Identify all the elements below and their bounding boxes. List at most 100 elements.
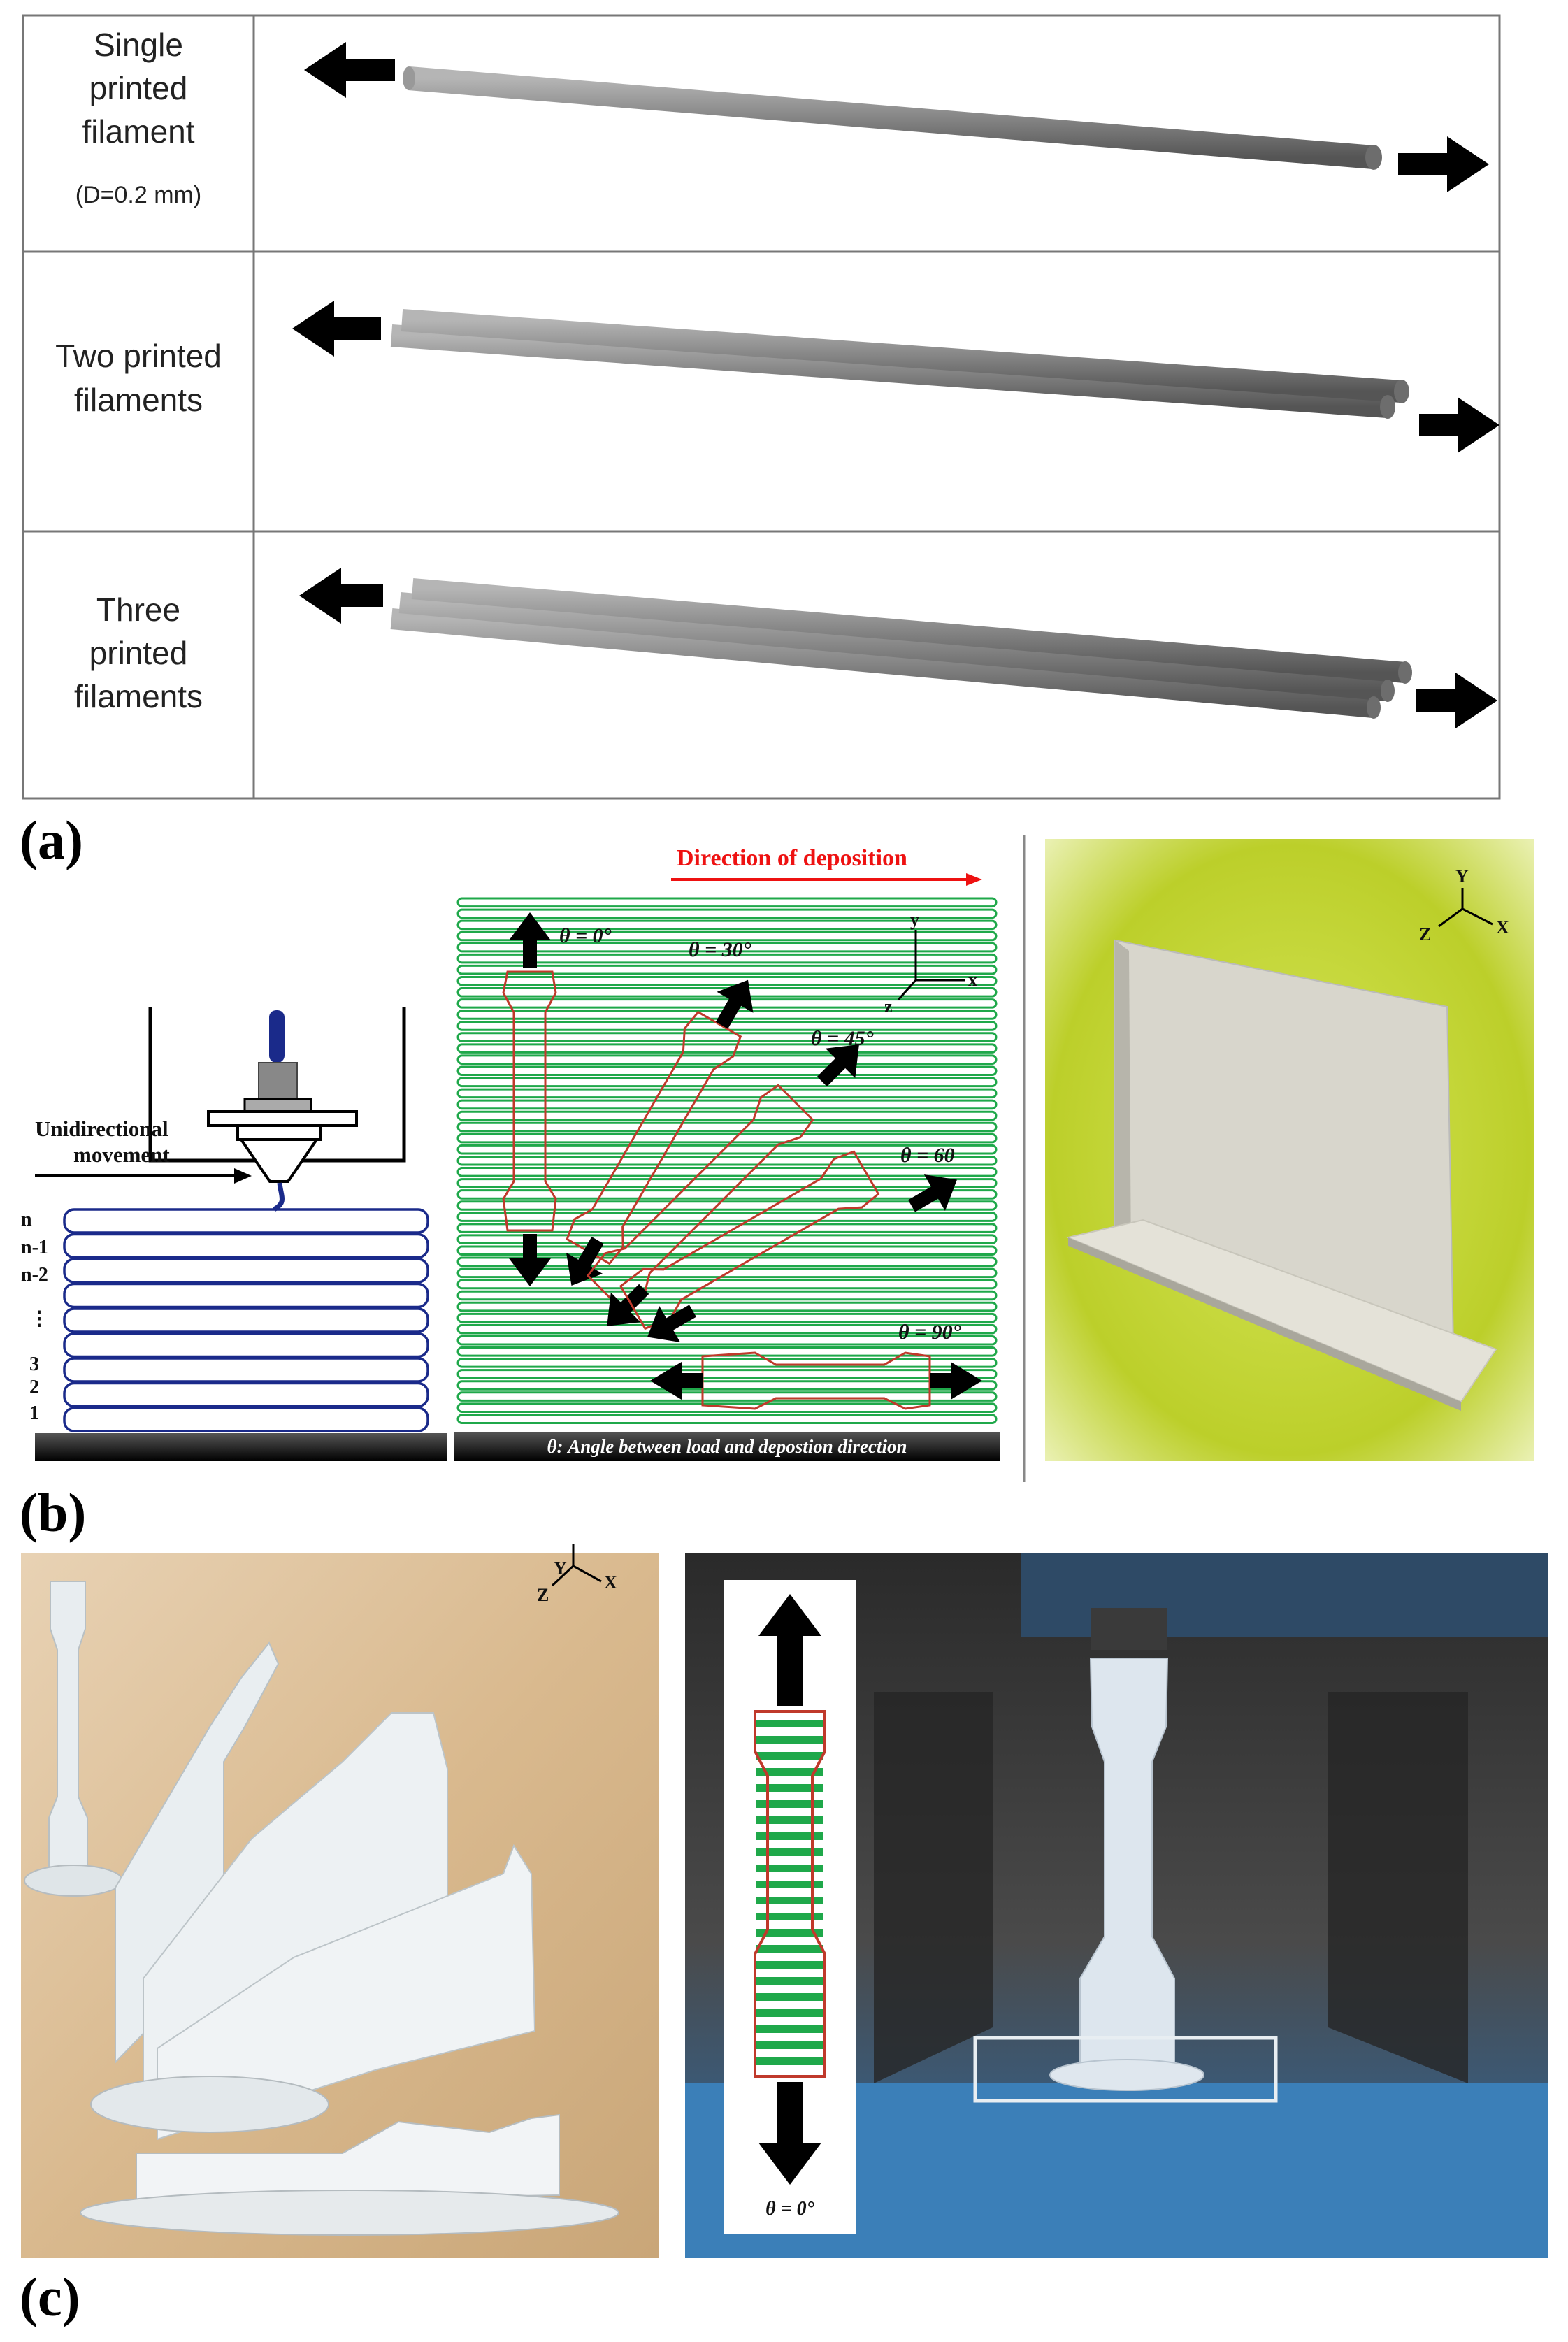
inset-up-arrow [758, 1594, 821, 1706]
deposition-line [456, 1267, 998, 1279]
inset-stripe [756, 1832, 823, 1840]
deposition-line [456, 1133, 998, 1144]
c-axis-z: Z [537, 1585, 549, 1605]
deposition-line [456, 1234, 998, 1244]
inset-stripe [756, 1736, 823, 1744]
axis-x: x [968, 970, 977, 990]
angle-label: θ = 0° [559, 924, 612, 947]
inset-angle-label: θ = 0° [765, 2198, 814, 2220]
angle-label: θ = 60 [900, 1144, 955, 1167]
direction-label: Direction of deposition [677, 845, 907, 871]
row1-title-line3: filament [82, 113, 194, 150]
panel-c-left-photo: Y X Z [21, 1544, 659, 2258]
single-filament [403, 66, 1382, 170]
photo-axis-y: Y [1455, 866, 1469, 886]
angle-label: θ = 45° [811, 1027, 874, 1050]
inset-stripe [756, 1848, 823, 1856]
deposition-line [456, 1301, 998, 1312]
axis-z: z [884, 996, 893, 1016]
deposition-line [456, 1077, 998, 1088]
deposition-line [456, 1414, 998, 1425]
inset-stripe [756, 1720, 823, 1727]
deposition-line [456, 1189, 998, 1200]
deposition-line [456, 953, 998, 964]
deposition-line [456, 964, 998, 975]
angle-label: θ = 90° [898, 1321, 961, 1344]
row3-title-line2: printed [89, 635, 188, 671]
inset-stripe [756, 1913, 823, 1920]
layer-label: 3 [29, 1353, 39, 1375]
layer-label: 1 [29, 1402, 39, 1424]
deposition-line [456, 1200, 998, 1211]
deposition-line [456, 1245, 998, 1256]
deposition-line [456, 1279, 998, 1290]
deposition-line [456, 1402, 998, 1413]
deposition-line [456, 1290, 998, 1301]
left-arrow-row2 [292, 301, 381, 357]
deposition-line [456, 1323, 998, 1335]
layer-strand [63, 1307, 429, 1333]
deposition-line [456, 919, 998, 931]
right-arrow-row2 [1419, 397, 1499, 453]
specimen-0 [502, 970, 557, 1232]
specimen-60 [619, 1150, 880, 1330]
angle45-arrow-bottom [607, 1284, 649, 1326]
layer-strand [63, 1357, 429, 1383]
c-axis-x: X [604, 1572, 617, 1593]
row1-note: (D=0.2 mm) [75, 182, 201, 208]
deposition-line [456, 1054, 998, 1065]
panel-b: Unidirectional movement n n-1 n-2 ⋮ 3 2 … [21, 835, 1534, 1482]
row3-title-line1: Three [96, 591, 180, 628]
deposition-line [456, 1099, 998, 1110]
inset-stripe [756, 1768, 823, 1776]
specimen-30 [566, 1010, 742, 1265]
layer-strand [63, 1233, 429, 1259]
inset-stripe [756, 1945, 823, 1953]
axis-y: y [910, 910, 919, 930]
left-arrow-row1 [304, 42, 395, 98]
deposition-line [456, 1380, 998, 1391]
inset-stripe [756, 1961, 823, 1969]
deposition-line [456, 1032, 998, 1042]
deposition-line [456, 1043, 998, 1054]
c-axis-y: Y [554, 1558, 567, 1579]
layer-label: n-1 [21, 1237, 48, 1258]
photo-axis-x: X [1496, 917, 1509, 937]
left-arrow-row3 [299, 568, 383, 624]
deposition-line [456, 897, 998, 908]
unidirectional-line2: movement [73, 1142, 170, 1167]
photo-axis-z: Z [1419, 924, 1431, 944]
inset-stripe [756, 1929, 823, 1937]
two-filaments [390, 309, 1409, 419]
row1-title-line2: printed [89, 70, 188, 106]
layer-label: 2 [29, 1377, 39, 1398]
angle60-arrow-bottom [647, 1305, 696, 1342]
layer-label: n [21, 1209, 32, 1230]
three-filaments [390, 578, 1412, 719]
angle60-arrow-top [908, 1174, 957, 1212]
deposition-line [456, 1212, 998, 1222]
panel-a: Single printed filament (D=0.2 mm) Two p… [22, 14, 1501, 800]
deposition-line [456, 942, 998, 953]
inset-stripe [756, 2057, 823, 2065]
layer-strand [63, 1258, 429, 1284]
printer-head [148, 1007, 406, 1212]
angle45-arrow-top [817, 1044, 859, 1087]
inset-down-arrow [758, 2082, 821, 2185]
row1-title-line1: Single [94, 27, 183, 63]
angle90-arrow-right [930, 1362, 982, 1400]
layer-strand [63, 1208, 429, 1234]
inset-stripe [756, 1993, 823, 2001]
deposited-layers [63, 1208, 429, 1432]
deposition-line [456, 975, 998, 986]
deposition-line [456, 1155, 998, 1166]
printed-plate-photo: Y X Z [1045, 839, 1534, 1461]
inset-stripe [756, 1881, 823, 1888]
layer-strand [63, 1282, 429, 1309]
deposition-line [456, 1312, 998, 1323]
deposition-line [456, 1167, 998, 1177]
deposition-line [456, 908, 998, 919]
pattern-axis: y x z [884, 910, 977, 1016]
inset-stripe [756, 1897, 823, 1904]
